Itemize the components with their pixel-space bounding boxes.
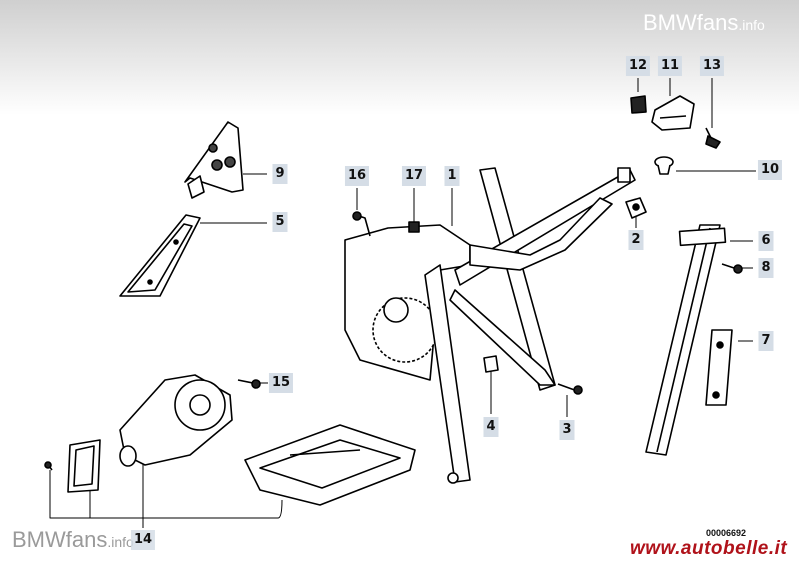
part-16-bolt — [352, 211, 371, 237]
callout-2[interactable]: 2 — [628, 230, 644, 250]
callout-5[interactable]: 5 — [272, 212, 288, 232]
part-11-bracket — [651, 95, 695, 131]
callout-1[interactable]: 1 — [444, 166, 460, 186]
callout-6[interactable]: 6 — [758, 231, 774, 251]
callout-14[interactable]: 14 — [130, 530, 156, 550]
part-14-screw — [44, 461, 53, 471]
part-1-regulator — [344, 167, 636, 484]
watermark-bottom: BMWfans.info — [12, 527, 134, 553]
part-14-module — [244, 424, 416, 506]
site-watermark: www.autobelle.it — [630, 538, 788, 559]
part-7-slider — [705, 329, 733, 406]
part-3-bolt — [557, 383, 583, 395]
callout-9[interactable]: 9 — [272, 164, 288, 184]
watermark-bottom-main: BMWfans — [12, 527, 108, 552]
part-2-clip — [625, 197, 647, 219]
callout-17[interactable]: 17 — [401, 166, 427, 186]
callout-10[interactable]: 10 — [757, 160, 783, 180]
callout-16[interactable]: 16 — [344, 166, 370, 186]
callout-3[interactable]: 3 — [559, 420, 575, 440]
part-4-clip — [483, 355, 499, 373]
part-9-trim — [184, 121, 244, 199]
callout-12[interactable]: 12 — [625, 56, 651, 76]
part-5-cover — [119, 214, 201, 297]
callout-11[interactable]: 11 — [657, 56, 683, 76]
part-8-screw — [721, 263, 743, 274]
diagram-code: 00006692 — [706, 528, 747, 538]
watermark-top-main: BMWfans — [643, 10, 739, 35]
part-14-motor — [119, 374, 233, 467]
part-6-rail — [645, 224, 727, 456]
watermark-bottom-suffix: .info — [107, 534, 134, 550]
callout-13[interactable]: 13 — [699, 56, 725, 76]
callout-7[interactable]: 7 — [758, 331, 774, 351]
watermark-top-suffix: .info — [738, 17, 765, 33]
part-10-plug — [654, 156, 674, 175]
callout-8[interactable]: 8 — [758, 258, 774, 278]
watermark-top: BMWfans.info — [643, 10, 765, 36]
part-12-nut — [630, 95, 647, 114]
part-17-nut — [408, 221, 420, 233]
part-14-gasket — [67, 439, 101, 493]
part-15-screw — [237, 379, 261, 389]
part-13-bolt — [705, 127, 721, 149]
callout-4[interactable]: 4 — [483, 417, 499, 437]
leader-lines — [49, 78, 756, 528]
callout-15[interactable]: 15 — [268, 373, 294, 393]
